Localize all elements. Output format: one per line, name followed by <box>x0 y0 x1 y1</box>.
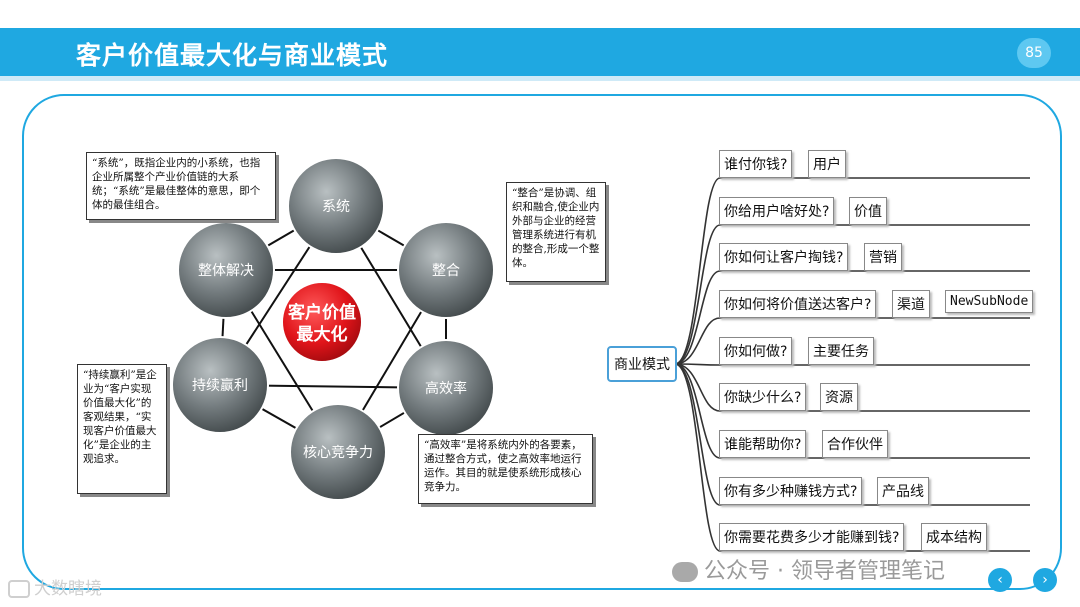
header-bar <box>0 28 1080 76</box>
wechat-watermark-text: 公众号 · 领导者管理笔记 <box>704 559 945 584</box>
mindmap-question[interactable]: 你有多少种赚钱方式? <box>719 477 863 505</box>
center-node-circle <box>281 281 363 363</box>
mindmap-question[interactable]: 谁付你钱? <box>719 150 793 178</box>
mindmap-branch-line <box>674 317 1030 365</box>
mindmap-branch-line <box>674 270 1030 365</box>
mindmap-answer[interactable]: 价值 <box>849 197 887 225</box>
node-label: 高效率 <box>425 380 467 397</box>
mindmap-answer[interactable]: 营销 <box>864 243 902 271</box>
mindmap-answer[interactable]: 用户 <box>808 150 846 178</box>
camera-icon <box>8 580 30 598</box>
mindmap-answer[interactable]: 产品线 <box>877 477 929 505</box>
mindmap-question[interactable]: 你缺少什么? <box>719 383 807 411</box>
mindmap-question[interactable]: 你给用户啥好处? <box>719 197 835 225</box>
mindmap-subnode[interactable]: NewSubNode <box>945 290 1034 313</box>
node-label: 整合 <box>432 263 460 279</box>
page-title: 客户价值最大化与商业模式 <box>76 41 389 70</box>
node-label: 持续赢利 <box>192 377 248 394</box>
node-circle <box>177 221 275 319</box>
note-system: “系统”，既指企业内的小系统，也指企业所属整个产业价值链的大系统；“系统”是最佳… <box>86 152 276 220</box>
mindmap-answer[interactable]: 资源 <box>820 383 858 411</box>
page-number-badge: 85 <box>1017 38 1051 68</box>
mindmap-branch-lines <box>674 177 1030 552</box>
mindmap-answer[interactable]: 主要任务 <box>808 337 874 365</box>
note-efficiency: “高效率”是将系统内外的各要素，通过整合方式，使之高效率地运行运作。其目的就是使… <box>418 434 593 504</box>
header-strip <box>0 76 1080 81</box>
mindmap-question[interactable]: 你如何让客户掏钱? <box>719 243 849 271</box>
note-integration: “整合”是协调、组织和融合,使企业内外部与企业的经营管理系统进行有机的整合,形成… <box>506 182 606 282</box>
center-node-label: 客户价值 <box>287 302 356 323</box>
center-node-label: 最大化 <box>297 324 348 345</box>
node-label: 整体解决 <box>198 263 254 279</box>
mindmap-answer[interactable]: 合作伙伴 <box>822 430 888 458</box>
mindmap-branch-line <box>674 177 1030 365</box>
corner-watermark: 大数瞎境 <box>8 574 102 599</box>
node-circle <box>397 221 495 319</box>
mindmap-branch-line <box>674 363 1030 366</box>
mindmap-root[interactable]: 商业模式 <box>607 346 677 382</box>
mindmap-question[interactable]: 你需要花费多少才能赚到钱? <box>719 523 905 551</box>
mindmap-question[interactable]: 你如何做? <box>719 337 793 365</box>
mindmap-branch-line <box>674 363 1030 459</box>
mindmap-branch-line <box>674 363 1030 552</box>
node-circle <box>287 157 385 255</box>
node-label: 系统 <box>322 199 350 215</box>
corner-watermark-text: 大数瞎境 <box>34 579 102 599</box>
mindmap-branch-line <box>674 363 1030 506</box>
node-circle <box>289 403 387 501</box>
next-slide-button[interactable]: › <box>1033 568 1057 592</box>
mindmap-branch-line <box>674 224 1030 365</box>
node-circle <box>171 336 269 434</box>
mindmap-answer[interactable]: 成本结构 <box>921 523 987 551</box>
mindmap-answer[interactable]: 渠道 <box>892 290 930 318</box>
prev-slide-button[interactable]: ‹ <box>988 568 1012 592</box>
note-profit: “持续赢利”是企业为“客户实现价值最大化”的客观结果，“实现客户价值最大化”是企… <box>77 364 167 494</box>
mindmap-question[interactable]: 谁能帮助你? <box>719 430 807 458</box>
wechat-watermark: 公众号 · 领导者管理笔记 <box>672 553 945 585</box>
wechat-icon <box>672 562 698 582</box>
mindmap-question[interactable]: 你如何将价值送达客户? <box>719 290 877 318</box>
node-label: 核心竞争力 <box>303 444 373 461</box>
